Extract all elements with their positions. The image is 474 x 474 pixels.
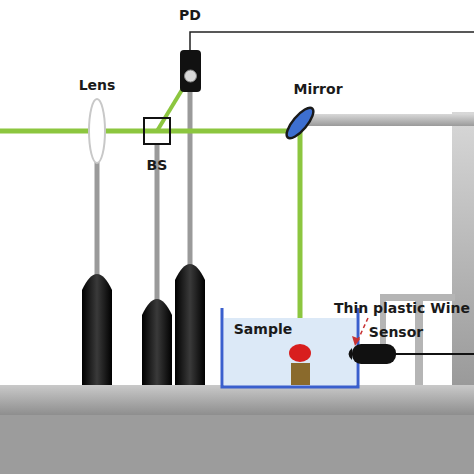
- splitter-label: BS: [147, 158, 168, 173]
- photodiode-window: [185, 70, 197, 82]
- tank-outline: [222, 308, 358, 387]
- sample-droplet: [289, 344, 311, 362]
- laser-beam: [0, 129, 300, 134]
- photodiode: [180, 50, 201, 92]
- bs-post: [142, 299, 172, 385]
- leader-arrowhead: [352, 336, 360, 346]
- lens-label: Lens: [79, 78, 116, 93]
- lens-symbol: [89, 99, 105, 163]
- table-body: [0, 415, 474, 474]
- sensor-body: [352, 344, 396, 364]
- stand-arm: [385, 294, 455, 301]
- water: [224, 318, 356, 386]
- beam-splitter: [144, 118, 170, 144]
- sensor-label: Sensor: [369, 325, 423, 340]
- leader-line: [357, 318, 368, 342]
- laser-beam-down: [298, 131, 303, 350]
- detector-label: PD: [179, 8, 201, 23]
- pd-rod: [188, 92, 193, 265]
- sensor-tip: [349, 348, 353, 360]
- lens-rod: [95, 160, 100, 275]
- table-top: [0, 385, 474, 415]
- wire-label: Thin plastic Wine: [334, 301, 470, 316]
- mirror-rod: [306, 114, 474, 126]
- mirror-label: Mirror: [293, 82, 342, 97]
- mirror-symbol: [282, 104, 317, 142]
- frame-pillar: [452, 112, 474, 385]
- signal-wire: [190, 32, 474, 52]
- pd-post: [175, 264, 205, 385]
- lens-post: [82, 274, 112, 385]
- sample-label: Sample: [234, 322, 292, 337]
- sample-holder: [291, 363, 310, 385]
- sensor-cable: [396, 353, 474, 355]
